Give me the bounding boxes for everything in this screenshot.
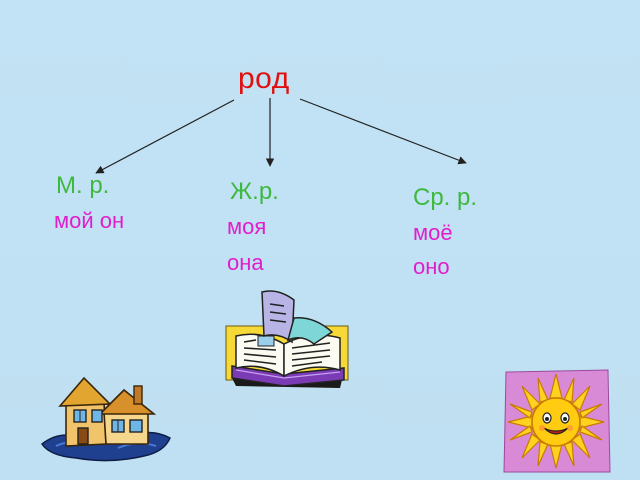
root-label: род <box>238 62 290 95</box>
feminine-possessive: моя <box>227 214 267 239</box>
feminine-pronoun: она <box>227 250 264 275</box>
neuter-possessive: моё <box>413 220 453 245</box>
house-icon <box>40 376 171 462</box>
neuter-pronoun: оно <box>413 254 450 279</box>
arrow-to-neuter <box>299 98 467 165</box>
masculine-pronouns: мой он <box>54 208 125 233</box>
sun-icon <box>503 369 611 473</box>
masculine-heading: М. р. <box>56 172 110 199</box>
neuter-heading: Ср. р. <box>413 184 478 211</box>
arrow-to-masculine <box>95 99 235 174</box>
open-book-icon <box>225 290 349 388</box>
feminine-heading: Ж.р. <box>230 178 279 205</box>
